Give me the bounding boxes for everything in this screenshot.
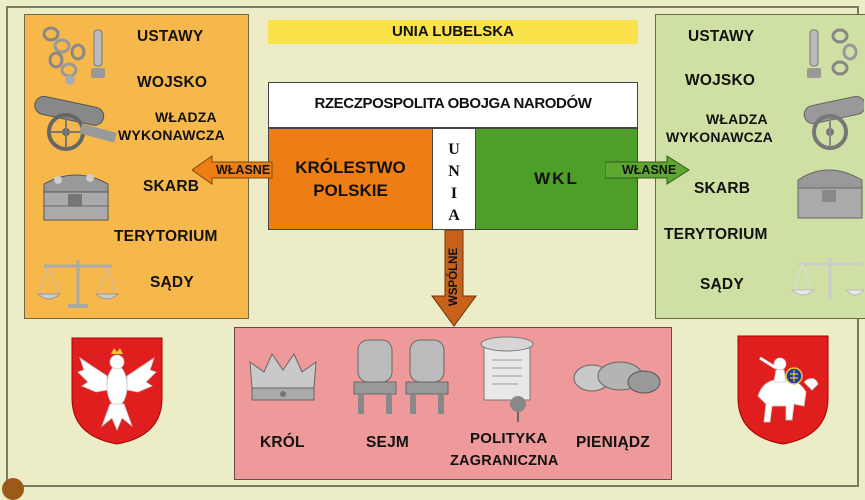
title-unia-lubelska: UNIA LUBELSKA bbox=[268, 20, 638, 44]
common-sejm-label: SEJM bbox=[366, 434, 410, 451]
common-polityka-label: POLITYKA bbox=[470, 430, 548, 447]
krolestwo-line2: POLSKIE bbox=[313, 181, 388, 200]
krolestwo-line1: KRÓLESTWO bbox=[295, 158, 406, 177]
down-arrow-wspolne bbox=[431, 230, 477, 327]
chain-icon bbox=[807, 28, 858, 78]
cannon-icon bbox=[34, 95, 117, 151]
common-pieniadz-label: PIENIĄDZ bbox=[576, 434, 650, 451]
right-wladza-label: WŁADZA bbox=[706, 111, 768, 127]
treasure-chest-icon bbox=[797, 169, 863, 219]
polish-eagle-crest bbox=[71, 337, 163, 445]
treasure-chest-icon bbox=[43, 174, 109, 221]
left-arrow-label: WŁASNE bbox=[216, 163, 271, 177]
right-arrow-label: WŁASNE bbox=[622, 163, 677, 177]
lithuanian-vytis-crest bbox=[737, 335, 829, 445]
down-arrow-label: WSPÓLNE bbox=[448, 247, 460, 306]
throne-icon bbox=[353, 339, 449, 414]
wkl-box: WKL bbox=[475, 128, 638, 230]
right-wykonawcza-label: WYKONAWCZA bbox=[666, 129, 773, 145]
rzeczpospolita-box: RZECZPOSPOLITA OBOJGA NARODÓW bbox=[268, 82, 638, 128]
right-terytorium-label: TERYTORIUM bbox=[664, 226, 768, 243]
unia-letter-i: I bbox=[450, 185, 458, 202]
chain-icon bbox=[42, 26, 105, 85]
left-ustawy-label: USTAWY bbox=[137, 28, 204, 45]
right-ustawy-label: USTAWY bbox=[688, 28, 755, 45]
unia-letter-n: N bbox=[448, 163, 460, 180]
right-skarb-label: SKARB bbox=[694, 180, 751, 197]
unia-letter-u: U bbox=[448, 141, 460, 158]
scales-icon bbox=[36, 260, 120, 308]
unia-column: U N I A bbox=[433, 128, 475, 230]
corner-marker bbox=[2, 478, 24, 500]
left-sady-label: SĄDY bbox=[150, 274, 194, 291]
common-zagraniczna-label: ZAGRANICZNA bbox=[450, 453, 559, 469]
left-wojsko-label: WOJSKO bbox=[137, 74, 208, 91]
common-krol-label: KRÓL bbox=[260, 434, 305, 451]
cannon-icon bbox=[803, 95, 864, 150]
crown-icon bbox=[249, 352, 317, 401]
right-wojsko-label: WOJSKO bbox=[685, 72, 756, 89]
left-arrow-wlasne bbox=[192, 155, 273, 185]
krolestwo-polskie-box: KRÓLESTWO POLSKIE bbox=[268, 128, 433, 230]
scales-icon bbox=[790, 258, 864, 300]
right-sady-label: SĄDY bbox=[700, 276, 744, 293]
left-wykonawcza-label: WYKONAWCZA bbox=[118, 127, 225, 143]
coins-icon bbox=[573, 361, 661, 394]
common-panel bbox=[234, 327, 672, 480]
scroll-icon bbox=[480, 336, 534, 422]
unia-letter-a: A bbox=[448, 207, 460, 224]
left-skarb-label: SKARB bbox=[143, 178, 200, 195]
right-arrow-wlasne bbox=[605, 155, 690, 185]
left-wladza-label: WŁADZA bbox=[155, 109, 217, 125]
left-terytorium-label: TERYTORIUM bbox=[114, 228, 218, 245]
